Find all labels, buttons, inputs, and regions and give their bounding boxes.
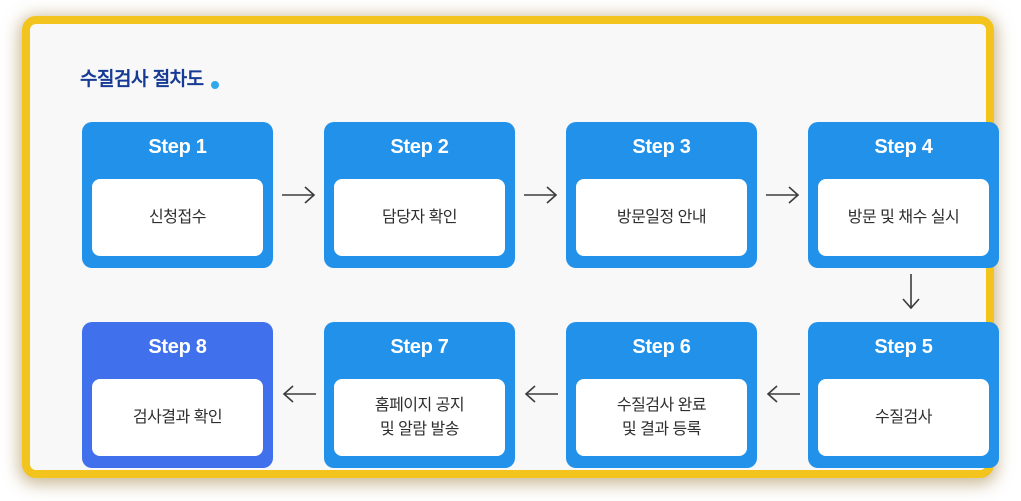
step-box-2: Step 2 담당자 확인 (324, 122, 515, 268)
step-6-text: 수질검사 완료 (616, 397, 707, 415)
title-dot-icon (210, 81, 219, 89)
step-6-label: Step 6 (632, 336, 691, 358)
step-8-body: 검사결과 확인 (92, 379, 263, 456)
page-title-text: 수질검사 절차도 (80, 69, 204, 90)
step-3-label: Step 3 (632, 136, 691, 158)
arrow-left-icon (282, 385, 316, 403)
step-7-text: 홈페이지 공지 (374, 397, 465, 415)
step-8-text: 검사결과 확인 (132, 408, 223, 426)
step-box-6: Step 6 수질검사 완료 및 결과 등록 (566, 322, 757, 468)
step-6-body: 수질검사 완료 및 결과 등록 (576, 379, 747, 456)
step-box-1: Step 1 신청접수 (82, 122, 273, 268)
step-4-body: 방문 및 채수 실시 (818, 179, 989, 256)
step-7-label: Step 7 (390, 336, 449, 358)
step-1-text: 신청접수 (149, 208, 206, 226)
step-7-text-line2: 및 알람 발송 (380, 420, 460, 438)
step-2-label: Step 2 (390, 136, 449, 158)
step-5-text: 수질검사 (875, 408, 932, 426)
step-2-text: 담당자 확인 (381, 208, 458, 226)
step-8-label: Step 8 (148, 336, 207, 358)
step-box-7: Step 7 홈페이지 공지 및 알람 발송 (324, 322, 515, 468)
step-5-body: 수질검사 (818, 379, 989, 456)
step-box-4: Step 4 방문 및 채수 실시 (808, 122, 999, 268)
step-3-body: 방문일정 안내 (576, 179, 747, 256)
step-7-body: 홈페이지 공지 및 알람 발송 (334, 379, 505, 456)
step-2-body: 담당자 확인 (334, 179, 505, 256)
step-box-5: Step 5 수질검사 (808, 322, 999, 468)
arrow-left-icon (766, 385, 800, 403)
arrow-down-icon (902, 274, 920, 310)
step-box-8: Step 8 검사결과 확인 (82, 322, 273, 468)
step-4-text: 방문 및 채수 실시 (847, 208, 960, 226)
step-5-label: Step 5 (874, 336, 933, 358)
flowchart-frame: 수질검사 절차도 Step 1 신청접수 Step 2 담당자 확인 Step … (22, 16, 999, 478)
step-1-body: 신청접수 (92, 179, 263, 256)
arrow-left-icon (524, 385, 558, 403)
step-4-label: Step 4 (874, 136, 933, 158)
page-title: 수질검사 절차도 (80, 64, 219, 91)
arrow-right-icon (524, 186, 558, 204)
arrow-right-icon (766, 186, 800, 204)
step-box-3: Step 3 방문일정 안내 (566, 122, 757, 268)
arrow-right-icon (282, 186, 316, 204)
step-1-label: Step 1 (148, 136, 207, 158)
step-6-text-line2: 및 결과 등록 (622, 420, 702, 438)
step-3-text: 방문일정 안내 (616, 208, 707, 226)
